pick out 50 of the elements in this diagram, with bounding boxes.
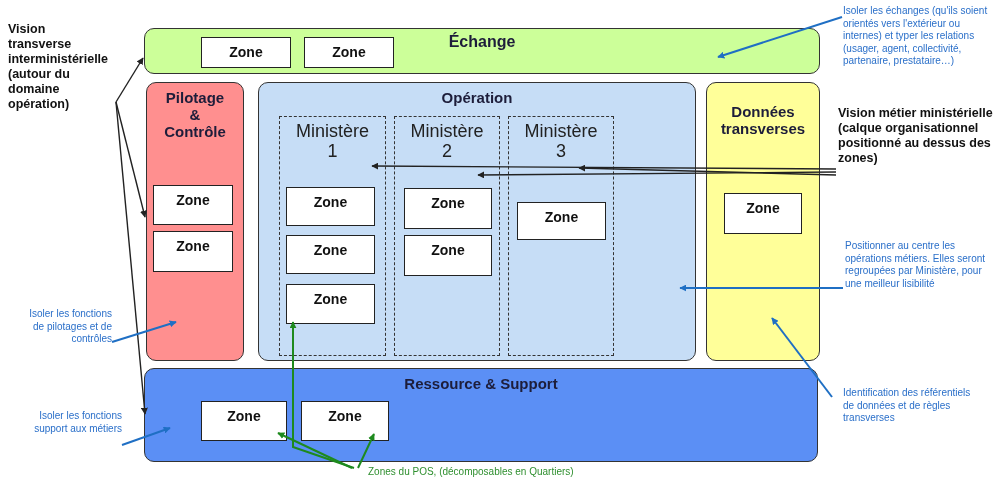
group-panel (258, 82, 696, 361)
group-panel (146, 82, 244, 361)
dashed-group (279, 116, 386, 356)
annotation-text: Identification des référentiels de données et de règles transverses (843, 387, 973, 449)
zone-box: Zone (153, 231, 233, 272)
annotation-text: Isoler les échanges (qu'ils soient orientés vers l'extérieur ou internes) et typer les relations (usager, agent, collectivité, partenaire, prestataire…) (843, 5, 1000, 101)
zone-box: Zone (301, 401, 389, 441)
panel-heading: Ressource & Support (403, 375, 559, 392)
annotation-text: Vision transverse interministérielle (autour du domaine opération) (8, 22, 108, 132)
panel-heading: Échange (447, 33, 517, 51)
dashed-group (508, 116, 614, 356)
arrow (289, 321, 355, 469)
panel-heading: Pilotage & Contrôle (163, 89, 227, 140)
arrow (578, 164, 837, 176)
zone-box: Zone (404, 188, 492, 229)
panel-heading: Ministère 2 (409, 121, 485, 161)
zone-box: Zone (724, 193, 802, 234)
annotation-text: Isoler les fonctions support aux métiers (18, 410, 122, 462)
arrow (771, 317, 833, 398)
zone-box: Zone (286, 284, 375, 324)
zone-box: Zone (286, 235, 375, 274)
annotation-text: Vision métier ministérielle (calque organisationnel positionné au dessus des zones) (838, 106, 1000, 212)
panel-heading: Ministère 1 (295, 121, 370, 161)
arrow (717, 16, 843, 59)
group-panel (706, 82, 820, 361)
arrow (121, 426, 171, 446)
zone-box: Zone (153, 185, 233, 225)
dashed-group (394, 116, 500, 356)
annotation-text: Isoler les fonctions de pilotages et de contrôles (18, 308, 112, 372)
group-panel (144, 368, 818, 462)
arrow (679, 284, 844, 292)
arrow (115, 57, 144, 103)
arrow (277, 432, 353, 469)
zone-box: Zone (404, 235, 492, 276)
arrow (477, 171, 837, 179)
zone-box: Zone (304, 37, 394, 68)
zone-box: Zone (201, 401, 287, 441)
group-panel (144, 28, 820, 74)
panel-heading: Opération (440, 89, 514, 106)
arrow (357, 433, 375, 469)
arrow (115, 101, 148, 415)
arrow (371, 162, 837, 170)
annotation-text: Zones du POS, (décomposables en Quartiers) (368, 466, 608, 496)
arrow (111, 320, 177, 343)
zone-box: Zone (201, 37, 291, 68)
annotation-text: Positionner au centre les opérations métiers. Elles seront regroupées par Ministère, pour une meilleur lisibilité (845, 240, 1000, 336)
zone-box: Zone (517, 202, 606, 240)
panel-heading: Données transverses (719, 103, 807, 137)
zone-box: Zone (286, 187, 375, 226)
panel-heading: Ministère 3 (523, 121, 599, 161)
